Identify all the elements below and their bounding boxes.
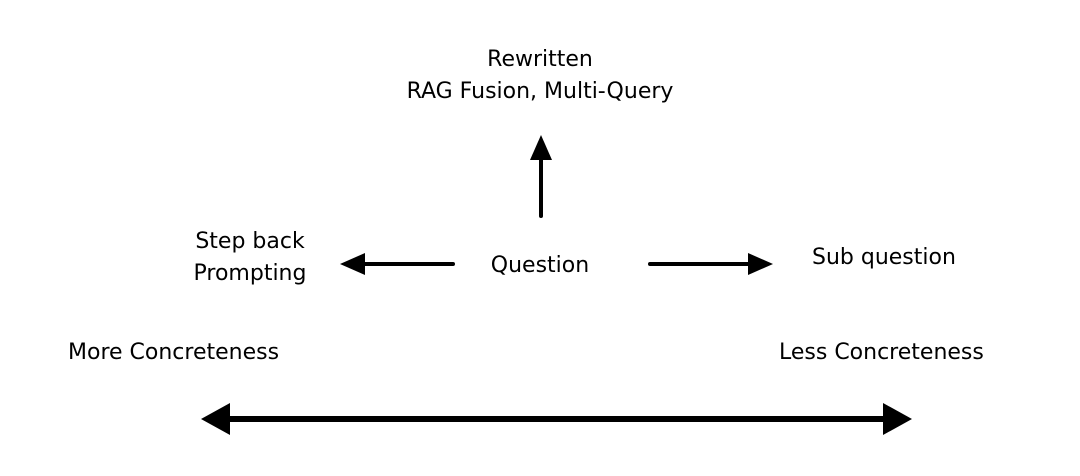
step-back-line1: Step back [195, 229, 305, 254]
rewritten-node: Rewritten RAG Fusion, Multi-Query [370, 44, 710, 108]
arrow-left [340, 253, 455, 275]
rewritten-title: Rewritten [487, 47, 593, 72]
step-back-node: Step back Prompting [170, 226, 330, 290]
step-back-line2: Prompting [193, 261, 307, 286]
rewritten-subtitle: RAG Fusion, Multi-Query [406, 79, 674, 104]
concreteness-scale-arrow [201, 403, 912, 435]
more-concreteness-label: More Concreteness [68, 340, 280, 365]
less-concreteness-label: Less Concreteness [779, 340, 984, 365]
question-node: Question [490, 253, 590, 278]
arrow-up [530, 135, 552, 218]
sub-question-node: Sub question [812, 245, 956, 270]
arrow-right [648, 253, 773, 275]
